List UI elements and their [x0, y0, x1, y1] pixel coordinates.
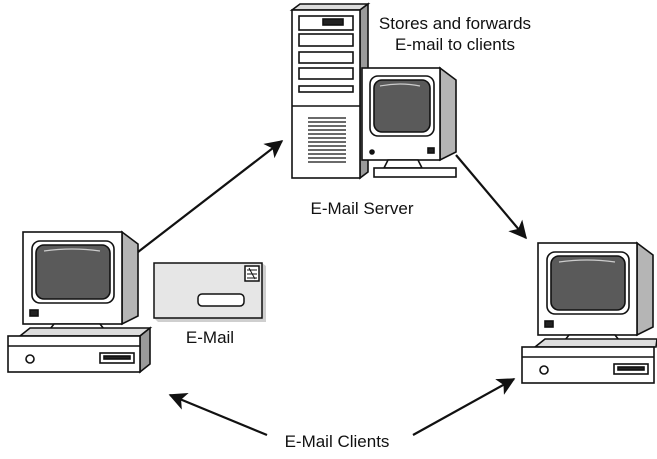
arrow-label-to-left-client [168, 392, 268, 437]
server-description-line1: Stores and forwards [378, 14, 532, 33]
right-client-computer-icon [521, 241, 657, 384]
clients-label: E-Mail Clients [284, 432, 390, 451]
arrow-client-to-server [137, 140, 284, 253]
left-client-computer-icon [7, 230, 153, 374]
server-description-label: Stores and forwards E-mail to clients [360, 13, 550, 55]
email-label: E-Mail [185, 328, 235, 347]
email-envelope-icon [153, 262, 266, 322]
server-label: E-Mail Server [310, 199, 414, 218]
arrow-server-to-client [455, 154, 527, 240]
flow-arrows [137, 140, 527, 437]
arrow-label-to-right-client [412, 378, 516, 436]
server-description-line2: E-mail to clients [395, 35, 515, 54]
email-server-icon [289, 2, 457, 180]
